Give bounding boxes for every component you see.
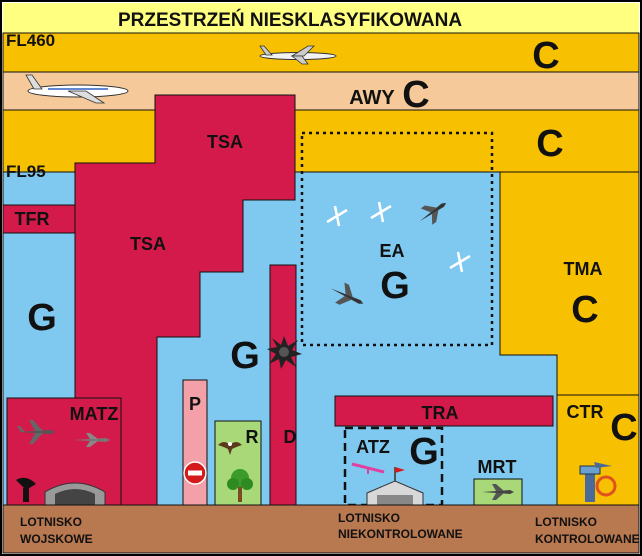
class-c-top-label: C	[532, 35, 559, 77]
fighter-jet-icon	[330, 282, 364, 305]
g-left-label: G	[27, 297, 57, 339]
ea-boundary	[300, 131, 494, 347]
tra-region	[334, 395, 554, 427]
fighter-jet-icon	[482, 484, 514, 500]
d-zone-label: D	[284, 427, 297, 447]
control-tower-icon	[579, 462, 617, 502]
airliner-icon	[259, 45, 337, 65]
class-c-top-band	[2, 32, 640, 73]
tree-icon	[227, 469, 253, 502]
tma-label: TMA	[564, 259, 603, 279]
glider-icon	[449, 251, 471, 273]
eagle-icon	[218, 442, 242, 455]
fighter-jet-icon	[17, 420, 55, 444]
glider-icon	[370, 201, 392, 223]
d-zone	[269, 264, 297, 506]
controlled-airfield-line1: LOTNISKO	[535, 515, 597, 529]
tma-class: C	[571, 289, 598, 331]
title-band	[3, 3, 639, 33]
fighter-jet-icon	[74, 433, 110, 447]
military-airfield-line1: LOTNISKO	[20, 515, 82, 529]
hangar-icon	[44, 482, 106, 506]
tfr-region	[2, 204, 76, 234]
tra-label: TRA	[422, 403, 459, 423]
ctr-label: CTR	[567, 402, 604, 422]
page-title: PRZESTRZEŃ NIESKLASYFIKOWANA	[118, 9, 462, 31]
ground-strip	[2, 504, 640, 554]
ea-label: EA	[379, 241, 404, 261]
fighter-jet-icon	[419, 202, 447, 225]
ea-class: G	[380, 265, 410, 307]
controlled-airfield-line2: KONTROLOWANE	[535, 532, 640, 546]
awy-label: AWY	[349, 87, 395, 109]
explosion-icon	[267, 336, 302, 369]
class-c-mid-label: C	[536, 123, 563, 165]
mrt-label: MRT	[478, 457, 517, 477]
no-entry-icon	[183, 461, 207, 485]
glider-icon	[326, 205, 348, 227]
uncontrolled-airfield-line1: LOTNISKO	[338, 511, 400, 525]
tsa-lower-label: TSA	[130, 234, 166, 254]
microlight-icon	[351, 462, 385, 474]
uncontrolled-airfield-line2: NIEKONTROLOWANE	[338, 527, 463, 541]
jumbo-jet-icon	[25, 74, 129, 104]
matz-label: MATZ	[70, 404, 119, 424]
g-center-label: G	[230, 335, 260, 377]
p-zone-label: P	[189, 394, 201, 414]
tfr-label: TFR	[15, 209, 50, 229]
tsa-upper-label: TSA	[207, 132, 243, 152]
atz-class: G	[409, 431, 439, 473]
atz-label: ATZ	[356, 437, 390, 457]
r-zone-label: R	[246, 427, 259, 447]
level-fl460: FL460	[6, 31, 55, 50]
level-fl95: FL95	[6, 162, 46, 181]
class-c-mid-band	[2, 109, 640, 173]
military-airfield-line2: WOJSKOWE	[20, 532, 93, 546]
radar-icon	[16, 477, 36, 502]
awy-class: C	[402, 74, 429, 116]
ctr-class: C	[610, 407, 637, 449]
